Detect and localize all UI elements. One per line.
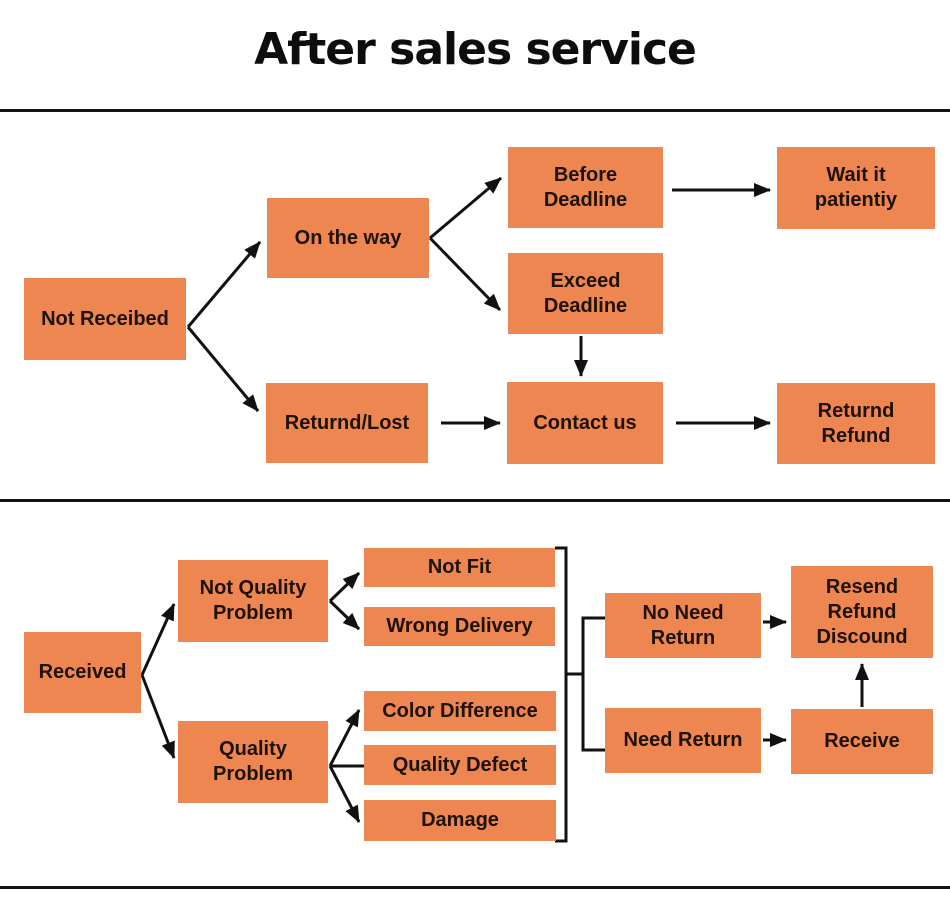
node-label: Before Deadline: [543, 163, 628, 211]
node-no-need-return: No Need Return: [605, 593, 761, 658]
node-label: No Need Return: [642, 601, 724, 649]
node-label: Need Return: [623, 729, 743, 751]
node-not-fit: Not Fit: [364, 548, 555, 587]
node-received: Received: [24, 632, 141, 713]
arrow-on-the-way-to-exceed-deadline: [428, 236, 502, 312]
node-on-the-way: On the way: [267, 198, 429, 278]
arrow-received-to-quality-problem: [140, 674, 176, 759]
node-returnd-lost: Returnd/Lost: [266, 383, 428, 463]
arrow-qp-to-damage: [328, 765, 361, 823]
separator-line-top: [0, 109, 950, 112]
node-label: Returnd Refund: [817, 399, 895, 447]
node-label: Returnd/Lost: [284, 411, 410, 434]
node-need-return: Need Return: [605, 708, 761, 773]
node-exceed-deadline: Exceed Deadline: [508, 253, 663, 334]
node-wait-it-patiently: Wait it patientiy: [777, 147, 935, 229]
node-quality-defect: Quality Defect: [364, 745, 556, 785]
node-label: Wait it patientiy: [814, 164, 898, 211]
node-before-deadline: Before Deadline: [508, 147, 663, 228]
node-label: Not Fit: [427, 556, 492, 578]
node-label: Resend Refund Discound: [816, 575, 908, 648]
node-label: Wrong Delivery: [386, 615, 533, 637]
node-receive: Receive: [791, 709, 933, 774]
node-label: On the way: [294, 226, 402, 249]
node-label: Not Receibed: [41, 307, 169, 330]
separator-line-bottom: [0, 886, 950, 889]
node-label: Received: [38, 661, 127, 683]
node-contact-us: Contact us: [507, 382, 663, 464]
bracket-outer: [555, 546, 568, 843]
arrow-not-received-to-on-the-way: [186, 241, 262, 328]
arrow-on-the-way-to-before-deadline: [429, 176, 502, 240]
node-not-received: Not Receibed: [24, 278, 186, 360]
node-label: Color Difference: [382, 699, 538, 722]
node-returnd-refund: Returnd Refund: [777, 383, 935, 464]
arrow-nqp-to-wrong-delivery: [328, 599, 361, 631]
node-wrong-delivery: Wrong Delivery: [364, 607, 555, 646]
node-label: Not Quality Problem: [199, 577, 307, 624]
separator-line-middle: [0, 499, 950, 502]
node-color-difference: Color Difference: [364, 691, 556, 731]
node-label: Contact us: [533, 411, 637, 434]
node-label: Quality Problem: [212, 738, 294, 785]
node-not-quality-problem: Not Quality Problem: [178, 560, 328, 642]
arrow-nqp-to-not-fit: [328, 571, 361, 603]
node-label: Quality Defect: [392, 753, 528, 776]
arrow-qp-to-color-difference: [328, 709, 361, 767]
node-quality-problem: Quality Problem: [178, 721, 328, 803]
page-title: After sales service: [254, 24, 697, 75]
arrow-received-to-not-quality-problem: [140, 603, 176, 676]
node-label: Damage: [421, 809, 499, 831]
bracket-inner: [581, 616, 605, 752]
node-damage: Damage: [364, 800, 556, 841]
node-label: Exceed Deadline: [543, 269, 628, 317]
arrow-not-received-to-returnd-lost: [186, 326, 260, 412]
node-resend-refund-discound: Resend Refund Discound: [791, 566, 933, 658]
node-label: Receive: [824, 730, 900, 752]
